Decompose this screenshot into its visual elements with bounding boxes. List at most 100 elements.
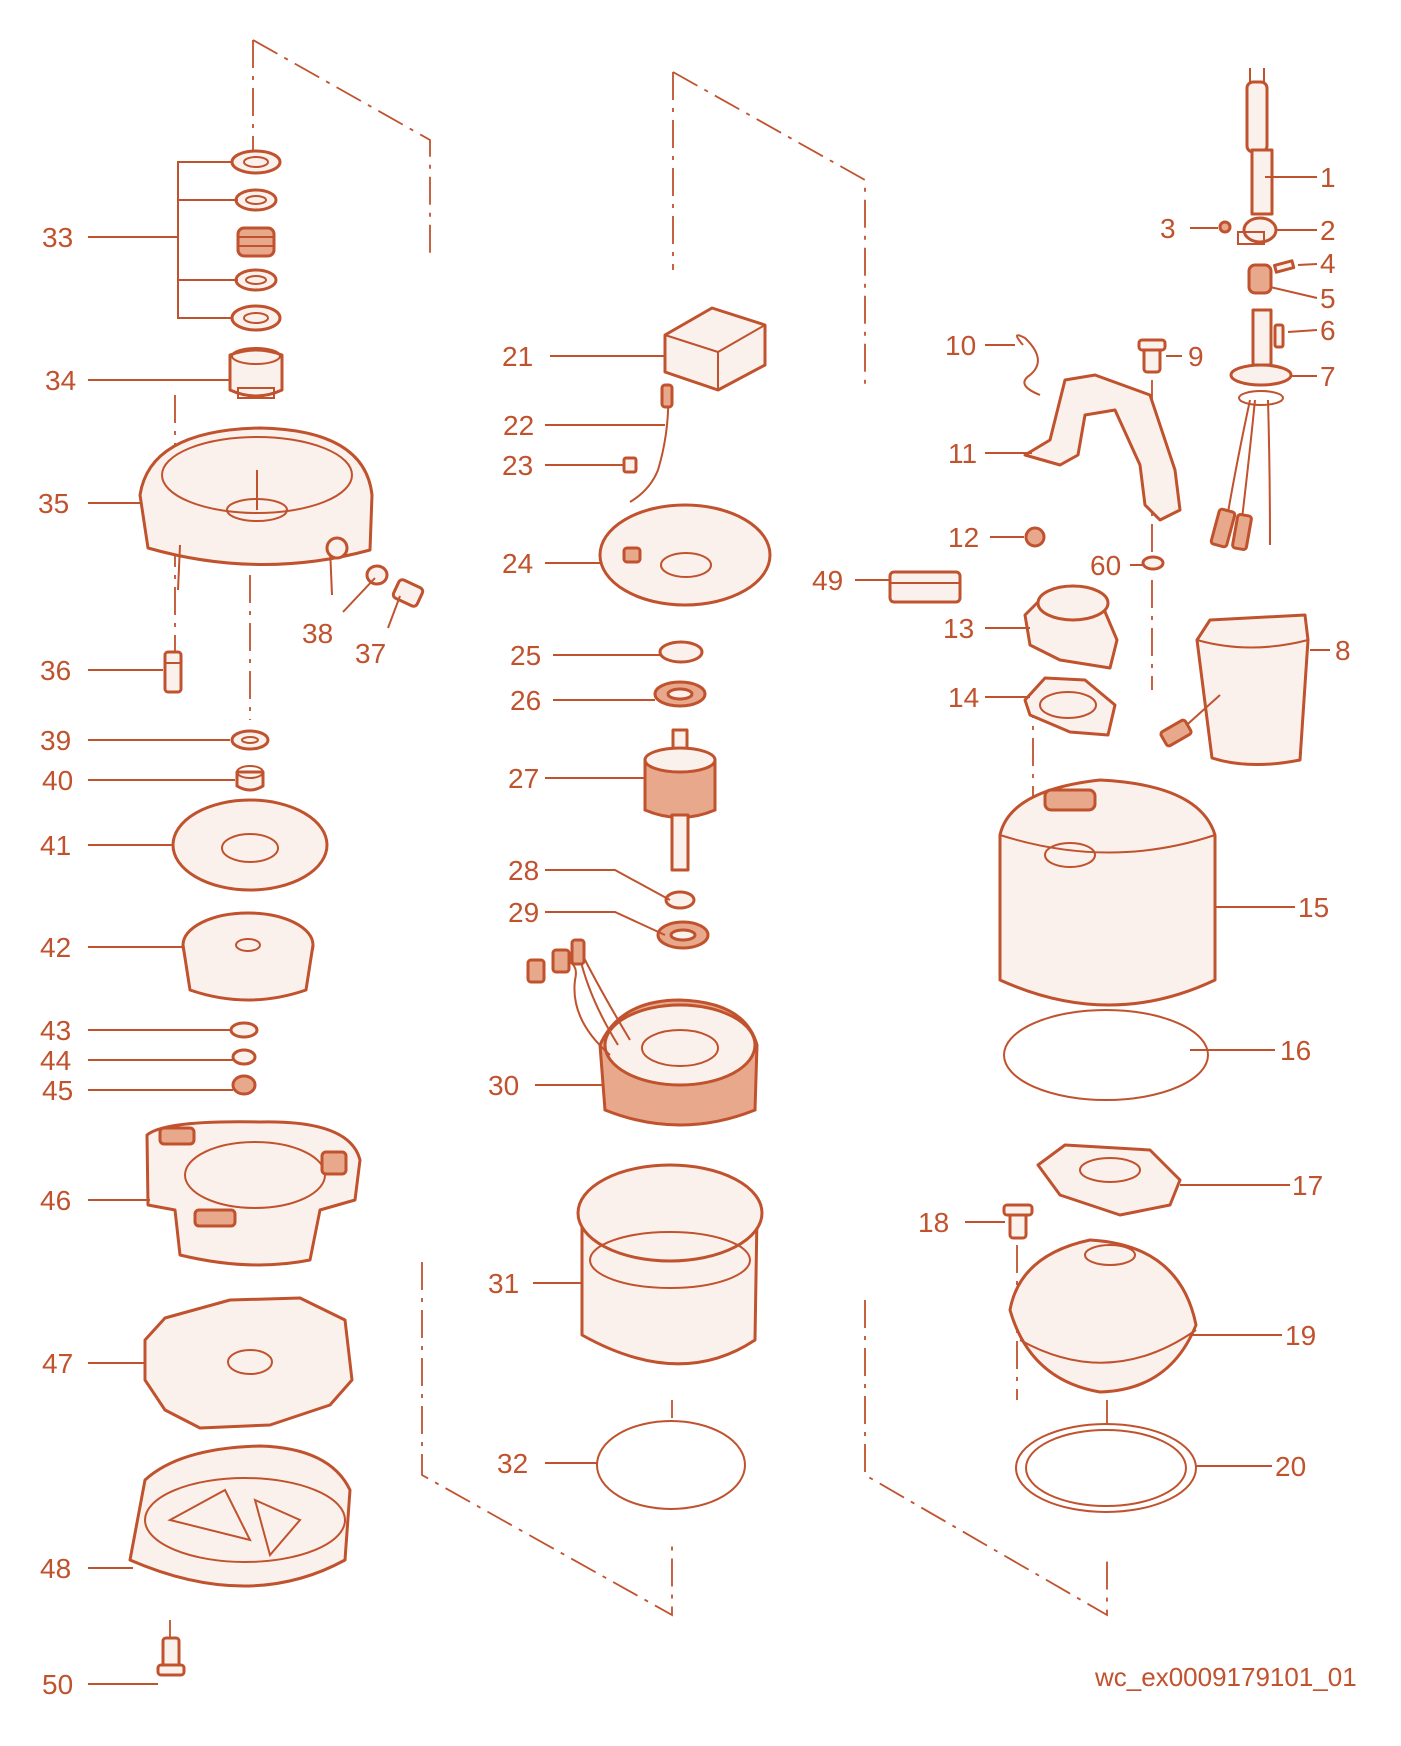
part-number-45: 45 xyxy=(42,1075,73,1106)
part-3-nut xyxy=(1218,220,1232,234)
part-number-5: 5 xyxy=(1320,283,1336,314)
part-number-43: 43 xyxy=(40,1015,71,1046)
part-11-handle xyxy=(1023,373,1182,522)
part-17-cover-plate xyxy=(1036,1143,1182,1217)
part-number-36: 36 xyxy=(40,655,71,686)
part-47-bottom-plate xyxy=(143,1296,354,1430)
part-49-cable-clamp xyxy=(888,570,962,604)
part-number-38: 38 xyxy=(302,618,333,649)
part-number-16: 16 xyxy=(1280,1035,1311,1066)
part-number-44: 44 xyxy=(40,1045,71,1076)
part-2-clamp xyxy=(1237,216,1278,245)
part-8-terminal-box xyxy=(1159,613,1310,766)
part-60-washer xyxy=(1141,555,1165,571)
part-38-washer xyxy=(365,564,389,586)
part-9-bolt xyxy=(1137,338,1167,374)
part-number-13: 13 xyxy=(943,613,974,644)
part-number-9: 9 xyxy=(1188,341,1204,372)
part-number-7: 7 xyxy=(1320,361,1336,392)
part-19-lower-cover xyxy=(1008,1238,1198,1394)
part-number-18: 18 xyxy=(918,1207,949,1238)
part-number-50: 50 xyxy=(42,1669,73,1700)
part-number-2: 2 xyxy=(1320,215,1336,246)
part-number-48: 48 xyxy=(40,1553,71,1584)
part-15-motor-housing xyxy=(998,778,1217,1007)
document-id: wc_ex0009179101_01 xyxy=(1094,1662,1357,1692)
part-number-labels: 1 2 3 4 5 6 7 8 9 10 11 12 13 14 15 16 1… xyxy=(38,162,1351,1700)
part-number-24: 24 xyxy=(502,548,533,579)
part-44-washer xyxy=(231,1048,257,1066)
part-12-nut xyxy=(1024,526,1046,548)
part-30-stator xyxy=(526,938,759,1127)
part-45-nut xyxy=(231,1074,257,1096)
part-31-motor-frame xyxy=(576,1163,764,1366)
part-number-10: 10 xyxy=(945,330,976,361)
part-13-discharge-flange xyxy=(1023,584,1119,670)
part-number-14: 14 xyxy=(948,682,979,713)
part-42-impeller xyxy=(181,911,315,1002)
part-number-17: 17 xyxy=(1292,1170,1323,1201)
part-number-8: 8 xyxy=(1335,635,1351,666)
part-40-sleeve xyxy=(235,765,265,792)
part-number-49: 49 xyxy=(812,565,843,596)
part-number-33: 33 xyxy=(42,222,73,253)
part-29-bearing xyxy=(656,920,710,950)
part-number-3: 3 xyxy=(1160,213,1176,244)
part-number-26: 26 xyxy=(510,685,541,716)
part-number-41: 41 xyxy=(40,830,71,861)
part-number-34: 34 xyxy=(45,365,76,396)
part-number-42: 42 xyxy=(40,932,71,963)
part-25-spring-washer xyxy=(658,640,704,664)
part-number-22: 22 xyxy=(503,410,534,441)
part-41-wear-plate xyxy=(171,798,329,892)
part-6-screw xyxy=(1273,323,1285,349)
part-number-23: 23 xyxy=(502,450,533,481)
part-number-19: 19 xyxy=(1285,1320,1316,1351)
part-28-washer xyxy=(664,890,696,910)
part-46-pump-casing xyxy=(145,1120,362,1267)
part-43-washer xyxy=(229,1021,259,1039)
part-number-29: 29 xyxy=(508,897,539,928)
part-number-32: 32 xyxy=(497,1448,528,1479)
part-number-27: 27 xyxy=(508,763,539,794)
part-number-6: 6 xyxy=(1320,315,1336,346)
part-number-60: 60 xyxy=(1090,550,1121,581)
part-36-bolt xyxy=(163,650,183,694)
part-22-wire xyxy=(629,383,674,503)
part-number-11: 11 xyxy=(948,438,977,469)
part-20-retaining-ring xyxy=(1015,1423,1197,1513)
part-35-motor-bracket xyxy=(138,426,374,596)
part-1-power-cable xyxy=(1245,68,1274,216)
part-48-strainer xyxy=(128,1444,352,1588)
part-number-31: 31 xyxy=(488,1268,519,1299)
part-37-plug xyxy=(391,578,425,608)
part-26-bearing xyxy=(653,680,707,708)
part-14-gasket xyxy=(1023,676,1117,737)
part-number-46: 46 xyxy=(40,1185,71,1216)
part-27-rotor xyxy=(643,728,717,872)
part-number-35: 35 xyxy=(38,488,69,519)
part-23-screw xyxy=(622,456,638,474)
part-21-capacitor xyxy=(663,306,767,392)
part-4-screw xyxy=(1273,259,1296,274)
part-number-30: 30 xyxy=(488,1070,519,1101)
part-16-gasket xyxy=(1003,1009,1209,1101)
part-number-15: 15 xyxy=(1298,892,1329,923)
part-10-hook xyxy=(1016,334,1041,396)
part-number-39: 39 xyxy=(40,725,71,756)
part-50-bolt xyxy=(156,1636,186,1677)
part-number-37: 37 xyxy=(355,638,386,669)
part-number-25: 25 xyxy=(510,640,541,671)
part-number-20: 20 xyxy=(1275,1451,1306,1482)
part-5-bushing xyxy=(1247,263,1273,295)
leader-lines xyxy=(88,161,1330,1685)
part-32-o-ring xyxy=(596,1420,746,1510)
part-39-oil-seal xyxy=(230,729,270,751)
part-18-bolt xyxy=(1002,1203,1034,1240)
part-number-21: 21 xyxy=(502,341,533,372)
part-number-28: 28 xyxy=(508,855,539,886)
part-number-12: 12 xyxy=(948,522,979,553)
part-number-47: 47 xyxy=(42,1348,73,1379)
part-33-mechanical-seal xyxy=(230,149,282,332)
part-34-seal-housing xyxy=(228,347,284,399)
